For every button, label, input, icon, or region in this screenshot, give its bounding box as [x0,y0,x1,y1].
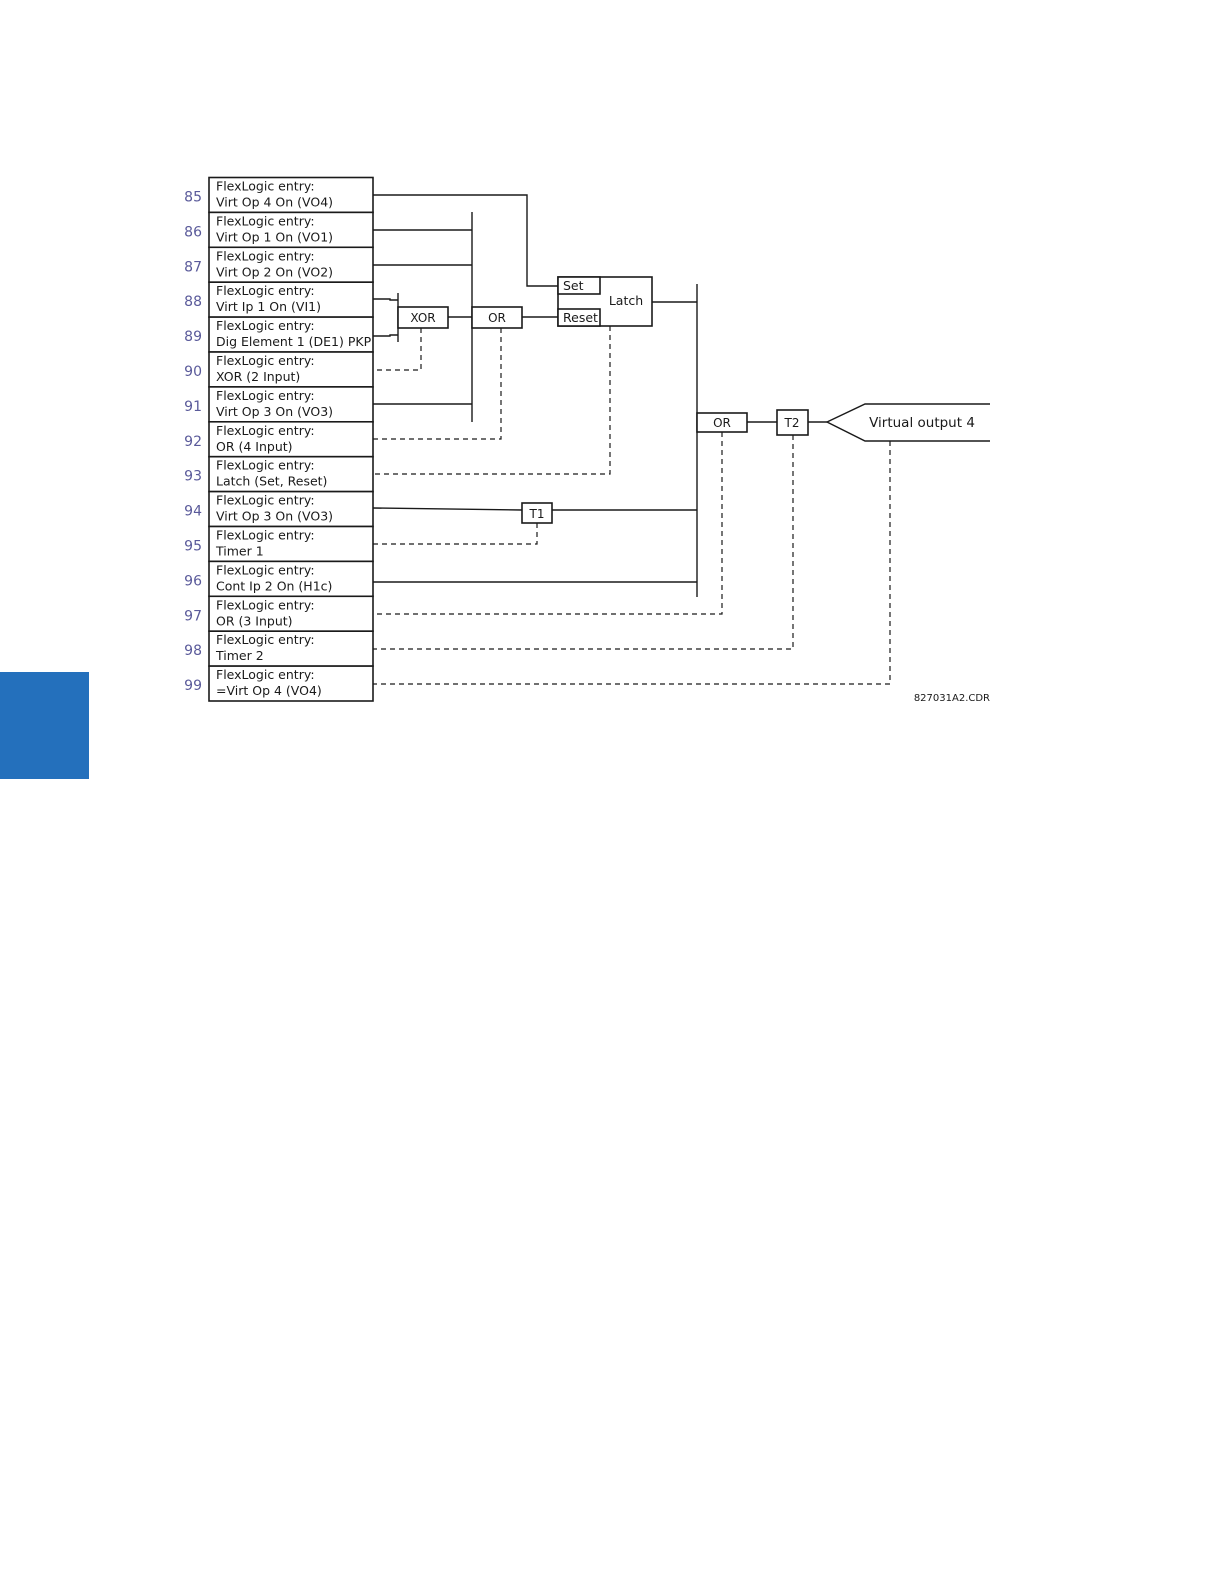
entry-operand: Virt Op 2 On (VO2) [216,264,333,279]
xor-gate: XOR [397,306,449,329]
entry-operand: Virt Op 1 On (VO1) [216,229,333,244]
entry-line-number: 85 [184,190,202,206]
latch-block: Set Reset Latch [557,276,653,327]
entry-line-number: 93 [184,469,202,485]
entry-operand: Dig Element 1 (DE1) PKP [216,334,372,349]
flexlogic-entry-row: 98 FlexLogic entry:Timer 2 [184,630,374,667]
entry-line-number: 87 [184,259,202,275]
latch-label: Latch [609,293,643,308]
entry-operand: Virt Op 3 On (VO3) [216,509,333,524]
entry-box [208,560,374,598]
entry-line-number: 88 [184,294,202,310]
flexlogic-entry-row: 89 FlexLogic entry:Dig Element 1 (DE1) PK… [184,316,374,353]
entry-operand: =Virt Op 4 (VO4) [216,683,322,698]
entry-heading: FlexLogic entry: [216,458,315,473]
entry-line-number: 99 [184,678,202,694]
entry-box [208,211,374,249]
xor-label: XOR [410,311,435,325]
entry-operand: Timer 2 [215,648,264,663]
flexlogic-entry-row: 90 FlexLogic entry:XOR (2 Input) [184,351,374,388]
t2-timer: T2 [776,409,809,436]
entry-heading: FlexLogic entry: [216,283,315,298]
or3-label: OR [713,416,731,430]
entry-line-number: 90 [184,364,202,380]
entry-heading: FlexLogic entry: [216,528,315,543]
entry-heading: FlexLogic entry: [216,632,315,647]
entry-operand: OR (4 Input) [216,439,293,454]
entry-heading: FlexLogic entry: [216,667,315,682]
entry-operand: OR (3 Input) [216,613,293,628]
entry-heading: FlexLogic entry: [216,562,315,577]
entry-line-number: 86 [184,224,202,240]
entry-line-number: 95 [184,539,202,555]
entry-heading: FlexLogic entry: [216,353,315,368]
entry-line-number: 89 [184,329,202,345]
flexlogic-entry-row: 86 FlexLogic entry:Virt Op 1 On (VO1) [184,211,374,249]
or4-gate: OR [471,306,523,329]
entry-line-number: 94 [184,504,202,520]
entry-line-number: 91 [184,399,202,415]
entry-heading: FlexLogic entry: [216,597,315,612]
entry-heading: FlexLogic entry: [216,248,315,263]
entry-box [208,176,374,214]
entry-heading: FlexLogic entry: [216,213,315,228]
or3-gate: OR [696,412,748,433]
entry-line-number: 96 [184,573,202,589]
t1-timer: T1 [521,502,553,524]
entry-line-number: 97 [184,608,202,624]
latch-reset-label: Reset [563,310,598,325]
entry-box [208,420,374,458]
t2-label: T2 [784,416,800,430]
entry-line-number: 98 [184,643,202,659]
entry-operand: Virt Op 4 On (VO4) [216,195,333,210]
entry-operand: Timer 1 [215,544,264,559]
flexlogic-entry-row: 96 FlexLogic entry:Cont Ip 2 On (H1c) [184,560,374,598]
flexlogic-entry-row: 95 FlexLogic entry:Timer 1 [184,525,374,563]
flexlogic-entry-row: 88 FlexLogic entry:Virt Ip 1 On (VI1) [184,281,374,318]
figure-code: 827031A2.CDR [914,693,990,704]
entry-heading: FlexLogic entry: [216,493,315,508]
flexlogic-entry-row: 97 FlexLogic entry:OR (3 Input) [184,595,374,632]
entry-heading: FlexLogic entry: [216,318,315,333]
entry-box [208,630,374,667]
flexlogic-entry-row: 99 FlexLogic entry:=Virt Op 4 (VO4) [184,665,374,702]
entry-operand: Virt Op 3 On (VO3) [216,404,333,419]
virtual-output-label: Virtual output 4 [869,415,975,431]
entry-operand: Cont Ip 2 On (H1c) [216,578,332,593]
flexlogic-entry-row: 87 FlexLogic entry:Virt Op 2 On (VO2) [184,246,374,284]
solid-wires [372,194,990,597]
flexlogic-entry-row: 91 FlexLogic entry:Virt Op 3 On (VO3) [184,386,374,423]
entry-operand: XOR (2 Input) [216,369,300,384]
flexlogic-entry-row: 92 FlexLogic entry:OR (4 Input) [184,420,374,458]
entry-heading: FlexLogic entry: [216,423,315,438]
entry-box [208,490,374,528]
flexlogic-entry-row: 94 FlexLogic entry:Virt Op 3 On (VO3) [184,490,374,528]
dashed-wires [373,326,891,685]
flexlogic-entry-row: 85 FlexLogic entry:Virt Op 4 On (VO4) [184,176,374,214]
section-side-tab [0,672,89,779]
entry-operand: Virt Ip 1 On (VI1) [216,299,321,314]
entry-heading: FlexLogic entry: [216,179,315,194]
flexlogic-entry-row: 93 FlexLogic entry:Latch (Set, Reset) [184,455,374,493]
latch-set-label: Set [563,278,584,293]
or4-label: OR [488,311,506,325]
entry-operand: Latch (Set, Reset) [216,474,327,489]
entry-line-number: 92 [184,434,202,450]
entry-box [208,351,374,388]
t1-label: T1 [529,507,545,521]
entry-heading: FlexLogic entry: [216,388,315,403]
